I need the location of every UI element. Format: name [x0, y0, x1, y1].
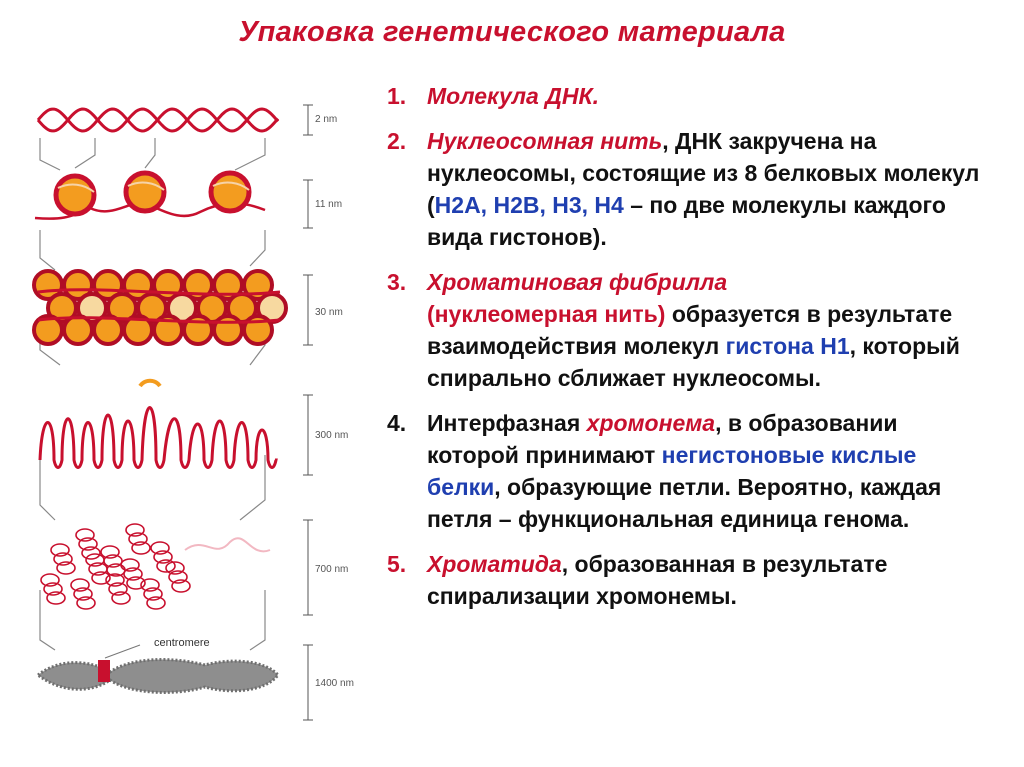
step-highlight: негистоновые кислые белки: [427, 442, 917, 500]
step-highlight: гистона H1: [725, 333, 850, 359]
page-title: Упаковка генетического материала: [238, 16, 786, 48]
step-text: , в образовании которой принимают: [427, 410, 898, 468]
scale-bars: [303, 104, 313, 721]
centromere-mark: [98, 660, 110, 682]
scale-label-1400nm: 1400 nm: [315, 678, 354, 689]
centromere-label: centromere: [154, 637, 210, 649]
scale-label-30nm: 30 nm: [315, 307, 343, 318]
step-term: Хроматида: [427, 551, 562, 577]
step-term: Молекула ДНК.: [427, 83, 599, 109]
step-text: образуется в результате взаимодействия м…: [427, 301, 953, 359]
step-text: , образованная в результате спирализации…: [427, 551, 888, 609]
chromatin-fiber-30nm: [32, 269, 288, 346]
step-text: , ДНК закручена на нуклеосомы, состоящие…: [427, 128, 980, 218]
dna-double-helix: [36, 107, 280, 133]
step-text: , образующие петли. Вероятно, каждая пет…: [427, 474, 942, 532]
metaphase-chromosome: centromere: [35, 637, 280, 694]
step-dna-molecule: 1. Молекула ДНК.: [385, 80, 985, 112]
step-term: Хроматиновая фибрилла: [427, 269, 728, 295]
step-number: 3.: [387, 269, 407, 295]
step-term: хромонема: [586, 410, 716, 436]
step-nucleosome-string: 2. Нуклеосомная нить, ДНК закручена на ну…: [385, 125, 985, 253]
scale-labels: 2 nm 11 nm 30 nm 300 nm 700 nm 1400 nm: [315, 114, 354, 689]
step-number: 4.: [387, 410, 407, 436]
step-subterm: (нуклеомерная нить): [427, 301, 666, 327]
step-chromatid: 5. Хроматида, образованная в результате с…: [385, 548, 985, 612]
scale-label-2nm: 2 nm: [315, 114, 337, 125]
scale-label-11nm: 11 nm: [315, 199, 342, 210]
step-term: Нуклеосомная нить: [427, 128, 663, 154]
step-interphase-chromonema: 4. Интерфазная хромонема, в образовании к…: [385, 407, 985, 535]
step-text: – по две молекулы каждого вида гистонов)…: [427, 192, 946, 250]
nucleosome-string: [34, 170, 266, 220]
step-text: Интерфазная: [427, 410, 587, 436]
step-highlight: H2A, H2B, H3, H4: [434, 192, 624, 218]
scale-label-300nm: 300 nm: [315, 430, 348, 441]
loop-domain-300nm: [38, 378, 278, 469]
packaging-steps-list: 1. Молекула ДНК. 2. Нуклеосомная нить, ДНК…: [385, 80, 985, 625]
step-chromatin-fibril: 3. Хроматиновая фибрилла (нуклеомерная нит…: [385, 266, 985, 394]
scale-label-700nm: 700 nm: [315, 564, 348, 575]
step-number: 5.: [387, 551, 407, 577]
step-number: 2.: [387, 128, 407, 154]
step-number: 1.: [387, 83, 407, 109]
condensed-loops-700nm: [40, 523, 271, 610]
chromatin-packaging-diagram: centromere 2 nm 11 nm 30 nm 300 nm 700 n…: [32, 104, 354, 721]
step-text: , который спирально сближает нуклеосомы.: [427, 333, 960, 391]
